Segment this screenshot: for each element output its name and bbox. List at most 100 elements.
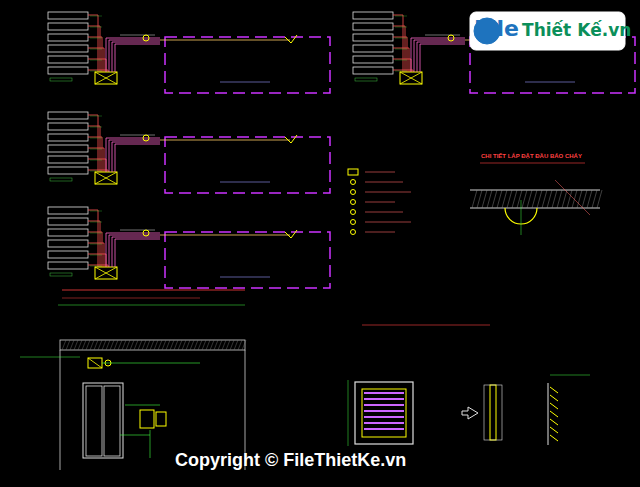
drawing-part <box>521 200 522 235</box>
drawing-part <box>48 240 88 247</box>
drawing-part <box>90 116 102 117</box>
drawing-part <box>62 340 66 350</box>
drawing-part <box>83 383 123 458</box>
drawing-part <box>190 340 194 350</box>
drawing-part <box>95 267 117 279</box>
drawing-part <box>174 340 178 350</box>
drawing-part <box>395 71 407 72</box>
drawing-part <box>550 411 558 417</box>
drawing-part <box>115 44 116 72</box>
drawing-part <box>214 340 218 350</box>
drawing-part <box>577 190 582 208</box>
drawing-part <box>143 135 149 141</box>
drawing-part <box>88 358 102 368</box>
drawing-part <box>115 44 160 45</box>
drawing-part <box>109 40 160 41</box>
drawing-part <box>112 237 160 238</box>
drawing-part <box>114 340 118 350</box>
drawing-part <box>407 37 408 72</box>
drawing-part <box>555 180 590 215</box>
drawing-part <box>104 243 105 267</box>
drawing-part <box>285 230 297 238</box>
drawing-part <box>238 340 242 350</box>
drawing-part <box>130 340 134 350</box>
drawing-part <box>365 172 395 173</box>
drawing-part <box>95 72 117 84</box>
drawing-part <box>353 45 393 52</box>
drawing-part <box>355 382 413 444</box>
drawing-part <box>470 208 600 209</box>
drawing-part <box>142 340 146 350</box>
drawing-part <box>400 72 422 84</box>
drawing-part <box>365 182 403 183</box>
drawing-part <box>194 340 198 350</box>
drawing-part <box>365 202 395 203</box>
drawing-part <box>572 190 577 208</box>
drawing-part <box>537 190 542 208</box>
drawing-part <box>104 148 105 172</box>
drawing-part <box>532 190 537 208</box>
drawing-part <box>106 38 107 72</box>
drawing-part <box>393 37 407 38</box>
drawing-part <box>547 190 552 208</box>
drawing-part <box>48 23 88 30</box>
drawing-part <box>403 15 404 72</box>
drawing-part <box>48 156 88 163</box>
drawing-part <box>95 172 117 184</box>
drawing-part <box>88 48 104 49</box>
drawing-part <box>120 135 155 136</box>
drawing-part <box>220 277 270 278</box>
drawing-part <box>220 182 270 183</box>
drawing-part <box>115 144 160 145</box>
drawing-part <box>364 416 404 418</box>
drawing-part <box>462 407 478 419</box>
drawing-part <box>355 78 377 81</box>
drawing-part <box>395 27 407 28</box>
drawing-part <box>400 72 422 84</box>
drawing-part <box>409 48 410 72</box>
drawing-part <box>364 398 404 400</box>
drawing-part <box>70 340 74 350</box>
drawing-part <box>512 190 517 208</box>
drawing-part <box>98 340 102 350</box>
drawing-part <box>353 34 393 41</box>
drawing-part <box>220 82 270 83</box>
drawing-part <box>425 35 460 36</box>
drawing-part <box>78 340 82 350</box>
drawing-part <box>48 34 88 41</box>
drawing-part <box>125 405 160 406</box>
drawing-part <box>106 138 160 139</box>
drawing-part <box>210 340 214 350</box>
drawing-part <box>597 190 602 208</box>
drawing-part <box>90 211 102 212</box>
drawing-part <box>353 23 393 30</box>
drawing-part <box>122 340 126 350</box>
drawing-part <box>118 340 122 350</box>
drawing-part <box>353 12 393 19</box>
drawing-part <box>88 37 102 38</box>
drawing-part <box>120 35 155 36</box>
drawing-part <box>112 42 160 43</box>
drawing-part <box>395 16 407 17</box>
drawing-part <box>202 340 206 350</box>
drawing-part <box>90 27 102 28</box>
drawing-part <box>90 222 102 223</box>
drawing-part <box>525 82 575 83</box>
drawing-part <box>109 140 160 141</box>
drawing-part <box>522 190 527 208</box>
drawing-part <box>542 190 547 208</box>
drawing-part <box>348 380 349 446</box>
drawing-part <box>198 340 202 350</box>
drawing-part <box>50 78 72 81</box>
drawing-part <box>90 38 102 39</box>
drawing-part <box>120 435 150 436</box>
drawing-part <box>98 115 99 172</box>
drawing-part <box>58 305 245 306</box>
drawing-part <box>90 255 102 256</box>
logo-text: Thiết Kế.vn <box>522 20 631 40</box>
drawing-part <box>74 340 78 350</box>
drawing-part <box>88 15 98 16</box>
drawing-part <box>395 38 407 39</box>
drawing-part <box>351 190 356 195</box>
drawing-part <box>115 239 160 240</box>
